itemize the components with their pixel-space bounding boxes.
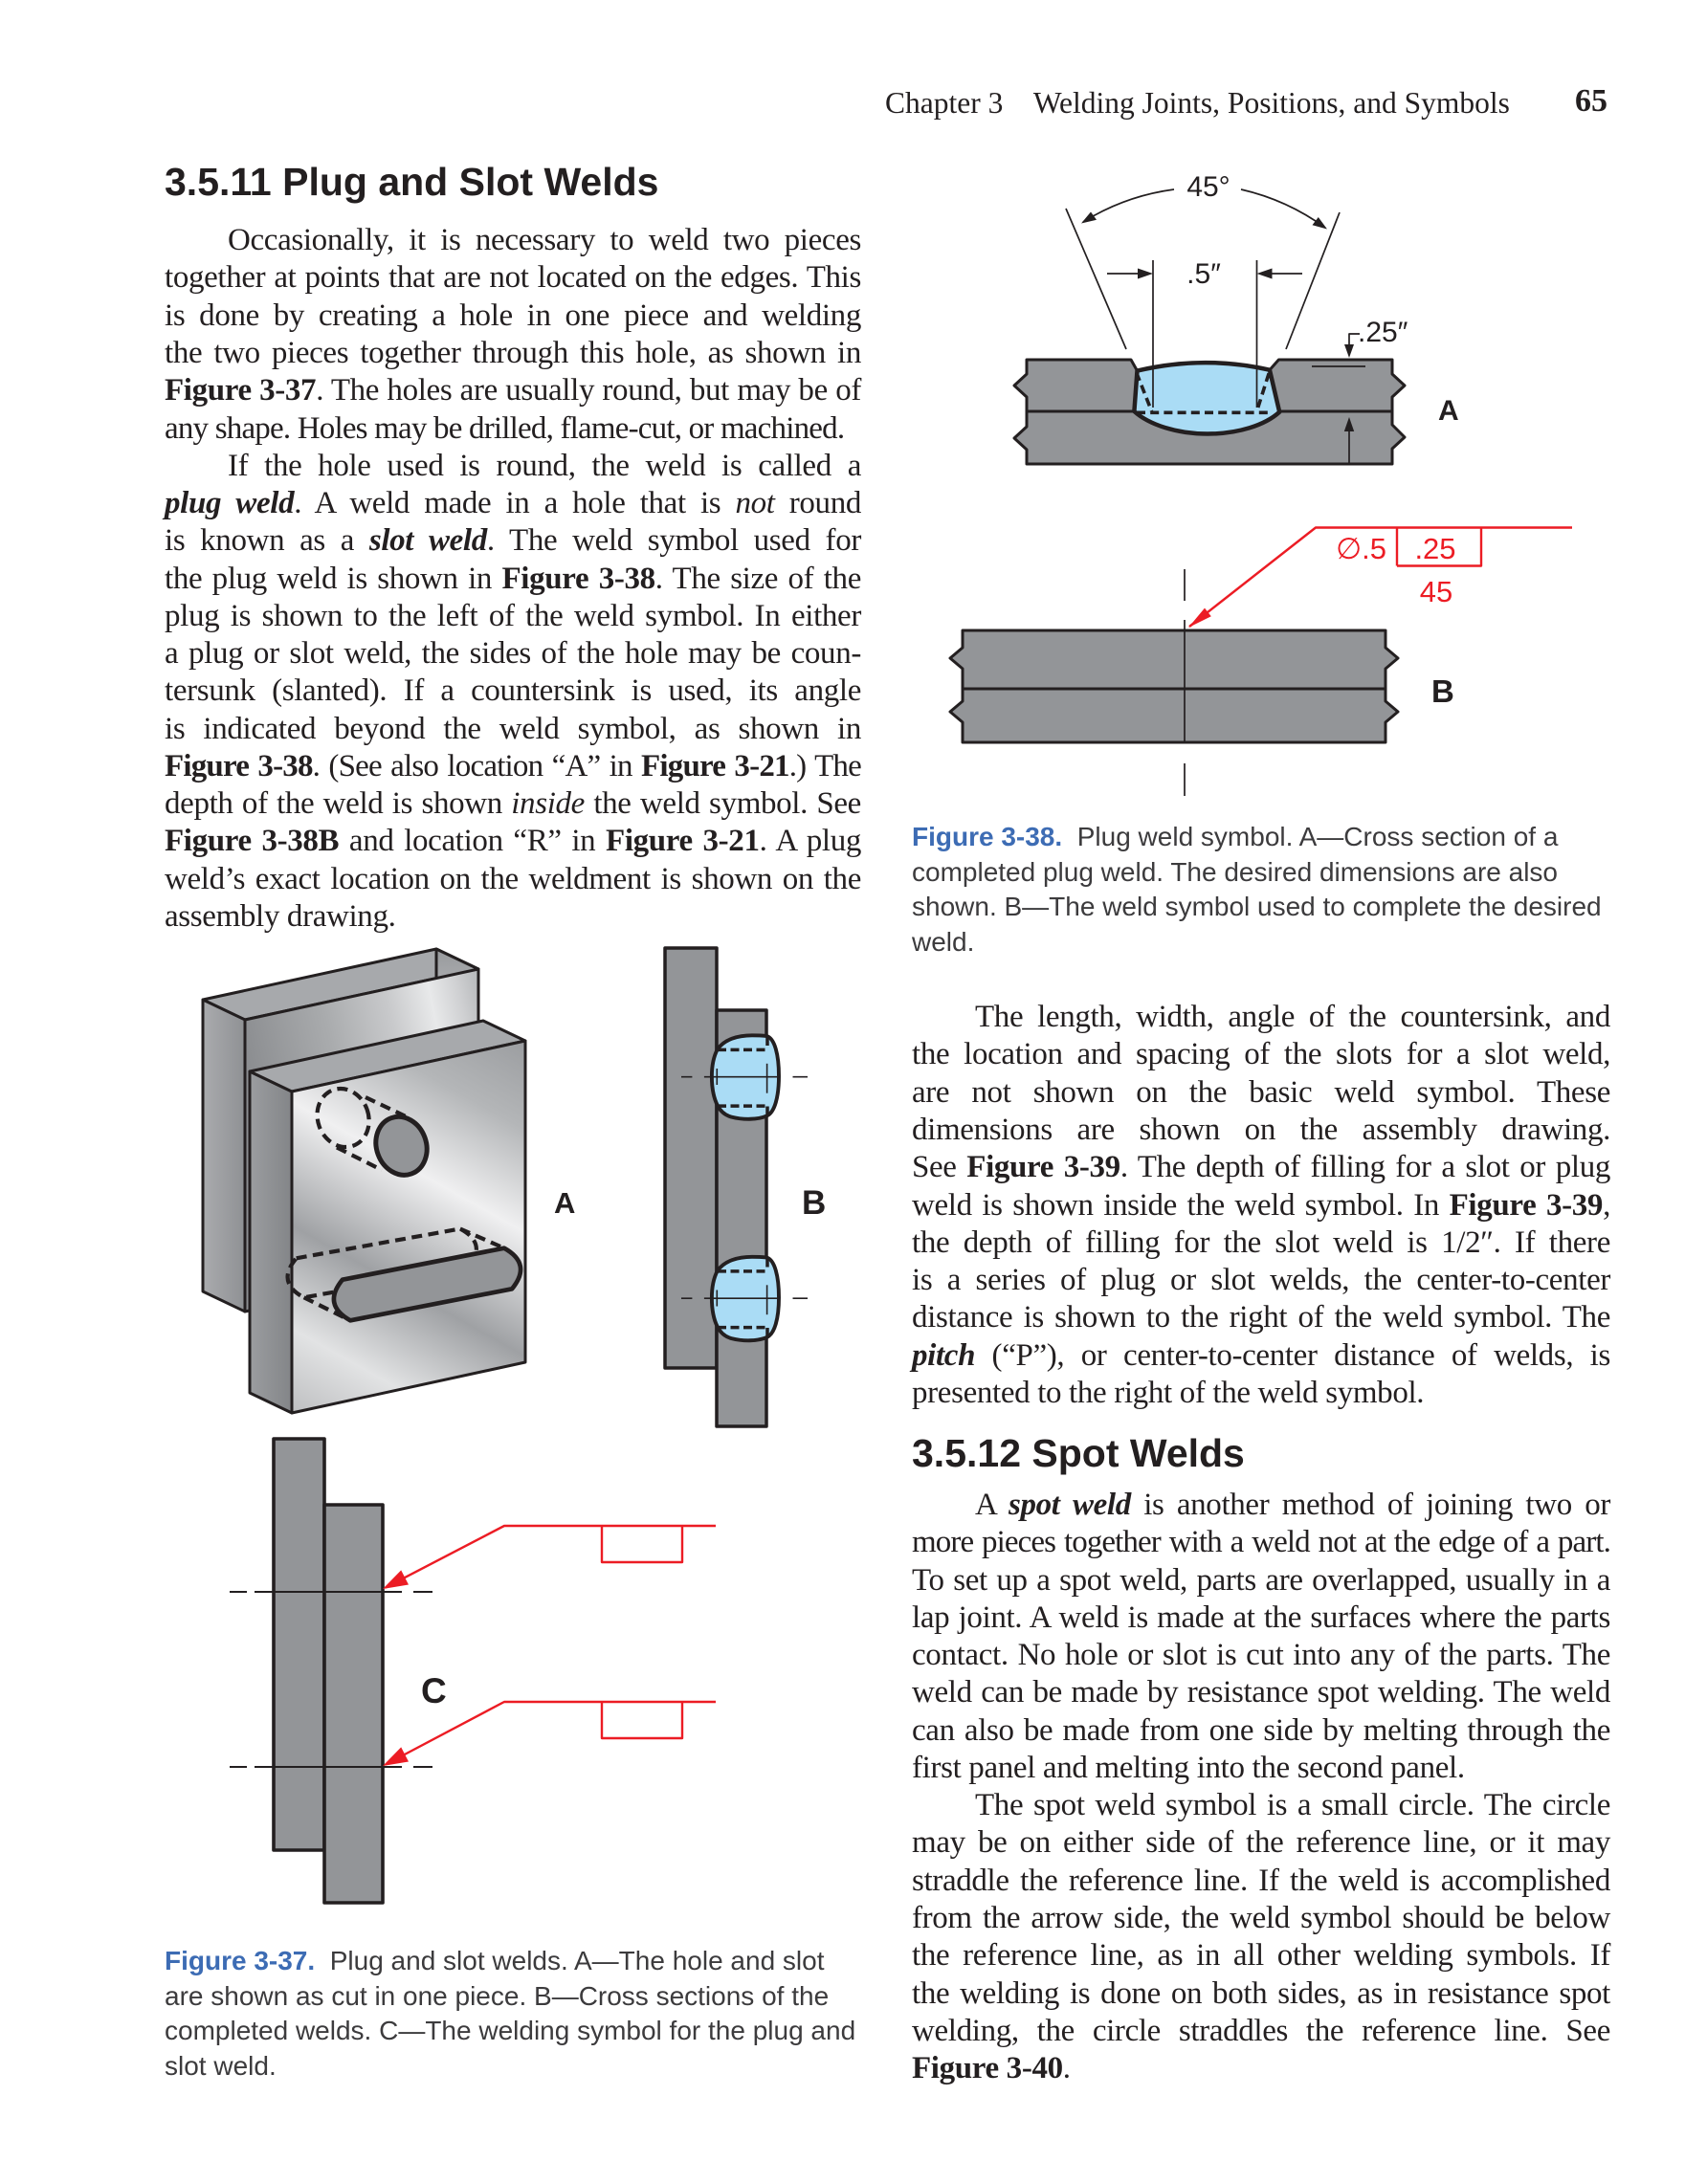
svg-text:.25″: .25″ [1358, 317, 1408, 348]
svg-text:A: A [554, 1186, 575, 1220]
svg-text:C: C [421, 1671, 447, 1710]
svg-text:B: B [1431, 673, 1454, 709]
svg-text:.25: .25 [1414, 532, 1455, 565]
svg-text:A: A [1438, 395, 1459, 427]
svg-text:.5″: .5″ [1186, 258, 1221, 290]
svg-text:B: B [802, 1184, 826, 1222]
svg-text:45: 45 [1420, 575, 1452, 608]
svg-text:∅.5: ∅.5 [1336, 532, 1386, 565]
svg-text:45°: 45° [1186, 171, 1230, 203]
